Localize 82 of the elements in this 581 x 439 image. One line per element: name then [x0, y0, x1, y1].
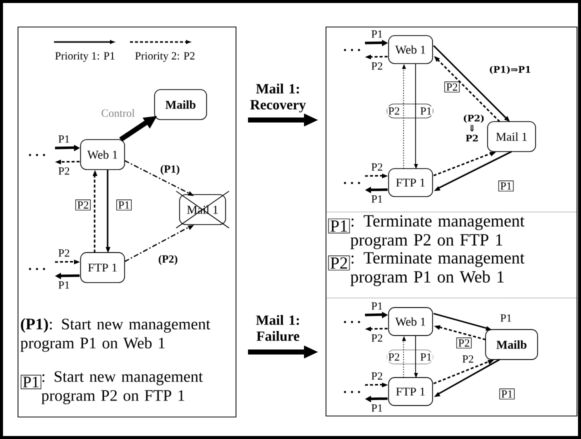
server-box: Web 1 [388, 35, 433, 64]
arrow [124, 225, 194, 262]
arrow [365, 396, 388, 402]
edge-label: P2 [370, 333, 384, 343]
server-box: FTP 1 [388, 377, 433, 406]
legend-text: Priority 1: P1 [55, 52, 114, 62]
arrow [434, 56, 500, 122]
arrow [364, 312, 388, 318]
arrow [434, 150, 512, 191]
edge-label: P1 [370, 301, 384, 311]
arrow [433, 152, 496, 176]
edge-label: P2 [461, 354, 475, 364]
arrow [248, 114, 318, 126]
note-text: : Start new management program P2 on FTP 1 [41, 371, 203, 404]
boxed-label: P2 [75, 200, 91, 210]
edge-label: P1 [57, 280, 71, 290]
arrow-label: Mail 1: Failure [248, 314, 308, 342]
arrow [54, 144, 80, 152]
arrow [364, 382, 388, 388]
arrow [365, 54, 388, 60]
edge-label: Control [100, 108, 136, 118]
arrow [414, 335, 418, 378]
boxed-label: P1 [20, 374, 42, 390]
edge-label: P1 [419, 106, 433, 116]
arrow [55, 272, 80, 280]
edge-label: P2 [57, 248, 71, 258]
edge-label: (P2) [157, 254, 179, 266]
arrow [55, 260, 80, 264]
edge-label: P1 [57, 134, 71, 144]
arrow [433, 45, 510, 122]
note-text: : Terminate management program P1 on Web 1 [350, 252, 525, 286]
server-box: Mail 1 [487, 121, 536, 152]
edge-label: P2 [370, 61, 384, 71]
arrow [92, 170, 98, 253]
arrow [402, 64, 406, 169]
arrow [124, 160, 194, 196]
boxed-label: P2 [444, 82, 460, 92]
server-box: FTP 1 [80, 252, 125, 283]
boxed-label: P1 [328, 218, 350, 234]
boxed-label: P1 [498, 180, 514, 192]
edge-label: P1 [370, 29, 384, 39]
arrow [402, 336, 406, 378]
arrow [433, 312, 492, 331]
edge-label: P1 [499, 313, 513, 323]
arrow [248, 345, 318, 358]
edge-label: P1 [370, 403, 384, 413]
arrow [433, 360, 494, 384]
server-box: Web 1 [388, 307, 433, 336]
boxed-label: P1 [499, 388, 515, 400]
arrow [365, 326, 388, 332]
edge-label: P2 [370, 371, 384, 381]
edge-label: P2 [57, 166, 71, 176]
arrow-label: Mail 1: Recovery [248, 82, 308, 114]
arrow [434, 325, 486, 340]
note-text: : Terminate management program P2 on FTP 1 [350, 215, 525, 250]
arrow [106, 170, 110, 253]
arrow [414, 63, 418, 169]
edge-label: (P1)⇒P1 [488, 64, 530, 76]
arrow [364, 40, 388, 46]
note-text: (P1): Start new management program P1 on Web 1 [20, 318, 210, 352]
server-box: Mailb [154, 89, 207, 120]
edge-label: (P1) [159, 164, 181, 176]
edge-label: P2 [387, 106, 401, 116]
panel-frame [18, 26, 236, 418]
boxed-label: P1 [116, 200, 132, 210]
arrow [364, 174, 388, 178]
arrow [434, 358, 500, 397]
server-box: Web 1 [80, 139, 125, 170]
server-box: Mailb [485, 329, 538, 360]
arrow [119, 116, 157, 142]
panel-frame [326, 26, 578, 416]
boxed-label: P2 [328, 256, 350, 270]
edge-label: P2 [370, 162, 384, 172]
edge-label: P2 [387, 352, 401, 362]
server-box: FTP 1 [388, 168, 433, 197]
edge-label: (P2) ⇓ P2 [462, 114, 484, 142]
arrow [365, 186, 388, 194]
edge-label: P1 [419, 352, 433, 362]
boxed-label: P2 [456, 338, 472, 348]
edge-label: P1 [370, 194, 384, 204]
arrow [55, 160, 80, 164]
legend-text: Priority 2: P2 [135, 52, 194, 62]
